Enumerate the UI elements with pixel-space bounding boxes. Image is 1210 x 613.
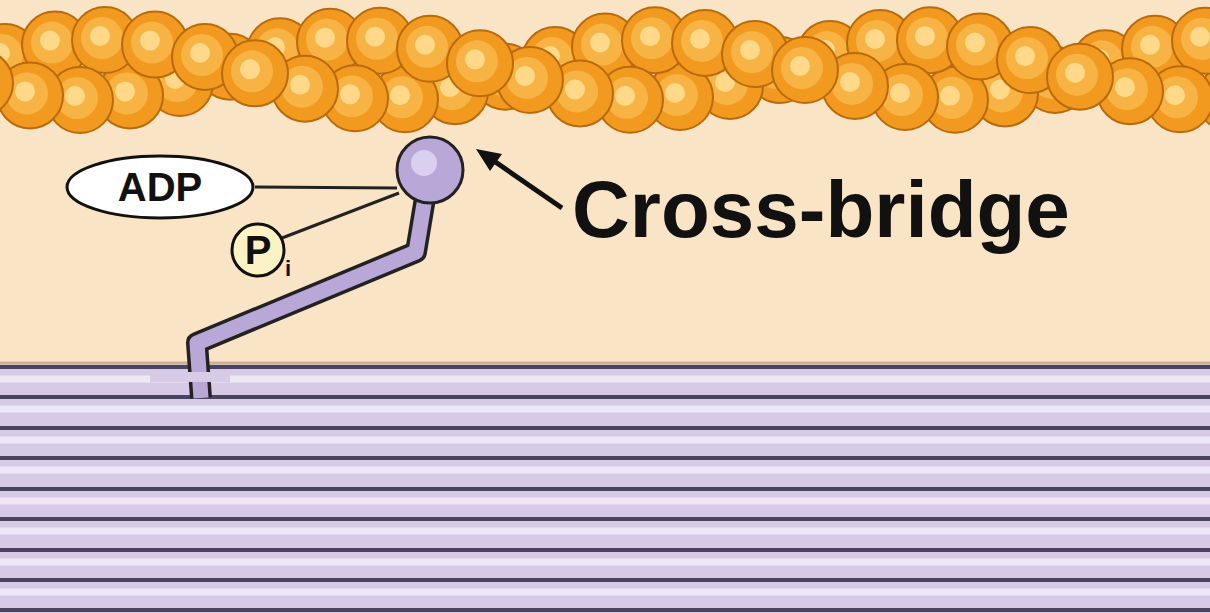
molecule-ellipse: ADP <box>65 154 255 220</box>
structure-label: Cross-bridge <box>572 170 1070 250</box>
subscript: i <box>285 258 291 280</box>
phosphate-circle: Pi <box>230 222 286 278</box>
leader-arrow <box>476 149 562 208</box>
thick-filament <box>0 362 1210 613</box>
molecule-name: ADP <box>118 167 202 207</box>
actin-filament <box>0 7 1210 133</box>
molecule-name: P <box>245 230 272 270</box>
